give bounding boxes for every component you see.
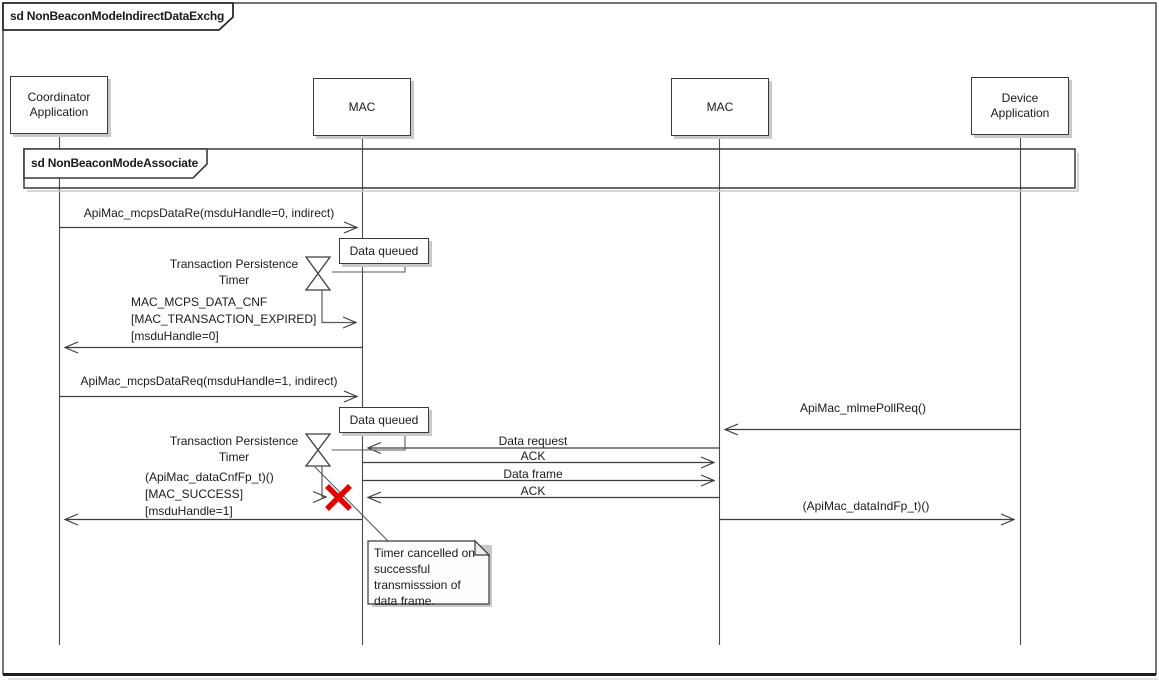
msg-poll-req-label: ApiMac_mlmePollReq() — [799, 401, 927, 415]
msg-data-cnf-expired-label: MAC_MCPS_DATA_CNF [MAC_TRANSACTION_EXPIR… — [131, 295, 317, 343]
hourglass-icon — [304, 433, 332, 467]
timer-1-loop — [321, 280, 356, 323]
diagram-title: sd NonBeaconModeIndirectDataExchg — [10, 9, 225, 23]
msg-data-ind-label: (ApiMac_dataIndFp_t)() — [802, 499, 930, 513]
cancel-note-shape — [367, 539, 492, 607]
msg-ack-2-label: ACK — [520, 484, 546, 498]
cancel-note-text: Timer cancelled on successful transmisss… — [374, 546, 475, 608]
lifeline-head-mac-1: MAC — [313, 78, 411, 136]
timer-2-group — [304, 433, 406, 542]
msg-ack-1-label: ACK — [520, 449, 546, 463]
message-arrows — [60, 228, 1020, 520]
nested-frame-label: sd NonBeaconModeAssociate — [31, 156, 199, 170]
msg-data-request-label: Data request — [498, 434, 568, 448]
timer-2-loop — [322, 456, 326, 497]
data-queued-box-2: Data queued — [339, 407, 429, 433]
msg-data-req-0-label: ApiMac_mcpsDataRe(msduHandle=0, indirect… — [83, 206, 335, 220]
msg-data-frame-label: Data frame — [503, 467, 563, 481]
timer-2-connector — [332, 434, 406, 451]
msg-data-req-1-label: ApiMac_mcpsDataReq(msduHandle=1, indirec… — [80, 374, 338, 388]
note-connector-line — [314, 466, 389, 542]
timer-1-label: Transaction Persistence Timer — [169, 257, 299, 287]
lifelines — [58, 134, 1022, 645]
timer-1-connector — [332, 264, 406, 273]
note-fold-icon — [474, 539, 491, 556]
lifeline-head-mac-2: MAC — [671, 78, 769, 136]
timer-1-group — [304, 256, 406, 323]
timer-2-label: Transaction Persistence Timer — [169, 434, 299, 464]
nested-frame-tab — [23, 148, 208, 179]
msg-data-cnf-success-label: (ApiMac_dataCnfFp_t)() [MAC_SUCCESS] [ms… — [145, 470, 274, 518]
nested-frame — [23, 148, 1079, 192]
title-tab-shape — [2, 2, 234, 31]
data-queued-box-1: Data queued — [339, 238, 429, 264]
cancel-x-icon — [325, 484, 352, 511]
hourglass-icon — [304, 256, 332, 291]
lifeline-head-device: Device Application — [971, 77, 1069, 135]
lifeline-head-coordinator: Coordinator Application — [10, 76, 108, 134]
